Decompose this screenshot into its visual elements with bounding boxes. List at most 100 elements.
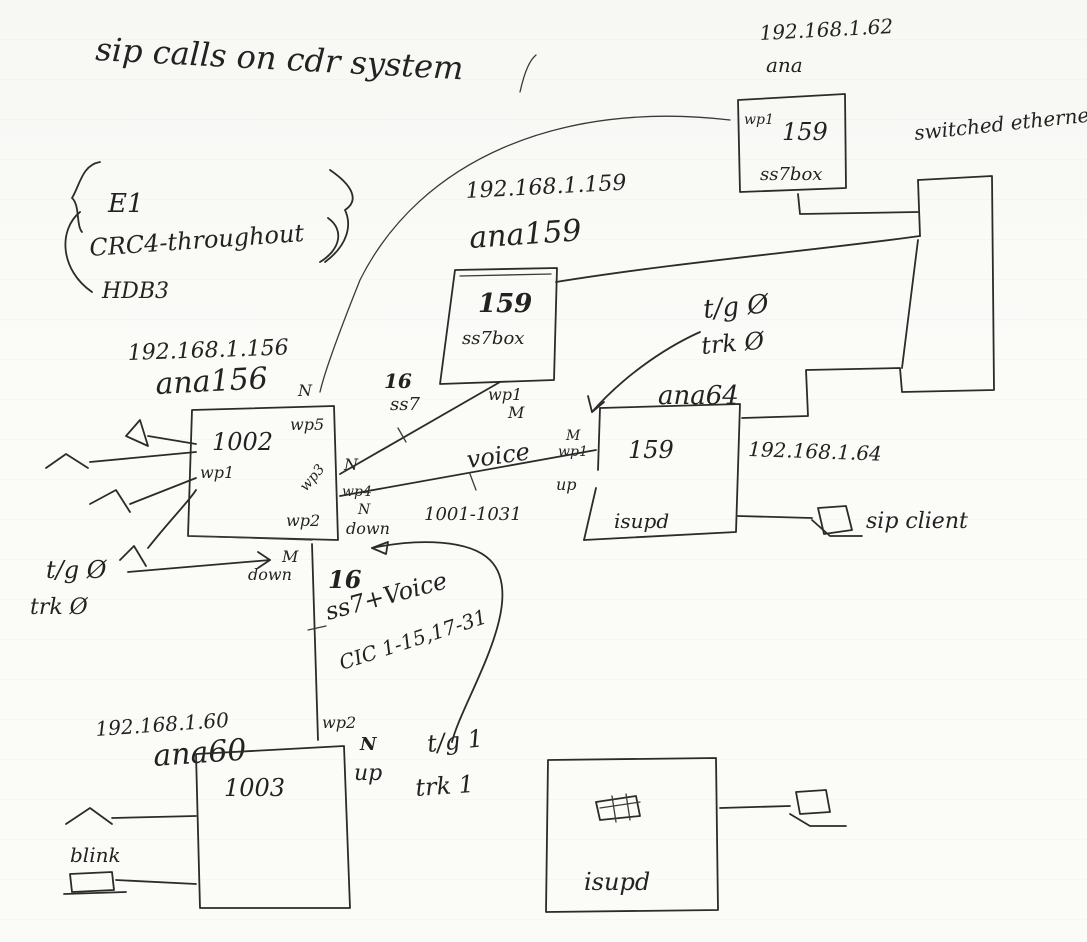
tg0-top-label: t/g Ø [702, 289, 770, 325]
link-ana60-phone [111, 815, 197, 819]
trunk-group-0-left: t/g Ø trk Ø [30, 551, 271, 620]
ana60-n: N [359, 734, 378, 755]
ana156-box-bottom [187, 535, 313, 541]
ana159-name: ana159 [468, 213, 583, 256]
ss7-line [339, 381, 501, 475]
ana159-wp1: wp1 [488, 385, 522, 404]
right-paren [319, 217, 340, 263]
voice-range: 1001-1031 [424, 504, 522, 525]
node-isupd-bottom: isupd [545, 757, 847, 913]
ana156-ip: 192.168.1.156 [127, 335, 289, 366]
ana62-box-wp: wp1 [744, 112, 774, 128]
title-descender [519, 54, 537, 93]
ana62-box-label: ss7box [760, 164, 822, 185]
tg0-left-arrow [127, 559, 271, 573]
ana62-box [737, 93, 847, 193]
ana64-box-left-lower [583, 487, 597, 541]
isupd-laptop-icon [795, 789, 831, 815]
ana159-m: M [507, 403, 525, 422]
link-ss7-voice: 16 ss7+Voice CIC 1-15,17-31 [307, 543, 490, 741]
trk0-top-label: trk Ø [700, 326, 766, 359]
sip-client-label: sip client [866, 509, 968, 534]
switch-left-side [901, 239, 919, 369]
ss7-tick [397, 427, 407, 443]
ana156-wp3: wp3 [297, 461, 329, 494]
node-ana64: ana64 159 isupd M wp1 up 192.168.1.64 [556, 381, 882, 541]
link-phone-1 [89, 451, 197, 463]
phone-4-icon [119, 545, 147, 567]
cic-16: 16 [328, 565, 362, 594]
ana156-wp1: wp1 [200, 463, 234, 482]
tg1-arrowhead [371, 541, 389, 555]
ana64-ip: 192.168.1.64 [748, 437, 882, 466]
ana62-ip: 192.168.1.62 [759, 14, 894, 45]
voice-label: voice [465, 437, 532, 474]
sip-client-laptop-base [811, 519, 863, 537]
blink-laptop-base [63, 891, 127, 895]
ana156-box [187, 405, 339, 541]
node-ana159: 192.168.1.159 ana159 159 ss7box wp1 M [439, 171, 627, 422]
link-ana159-switch [555, 235, 921, 283]
ana64-up: up [556, 475, 577, 494]
link-phone-2 [147, 435, 197, 445]
link-ana62-ana156 [319, 115, 731, 393]
link-ss7: 16 ss7 [339, 369, 501, 475]
tg1-label: t/g 1 [426, 724, 485, 758]
ss7-label: ss7 [390, 394, 420, 415]
tg0-left-label: t/g Ø [46, 556, 108, 584]
ana159-box-inner [459, 273, 552, 277]
crc4-label: CRC4-throughout [88, 219, 305, 262]
trunk-group-1: t/g 1 trk 1 [371, 541, 504, 802]
left-brace [71, 161, 101, 233]
ana156-down-wp2: down [248, 565, 292, 584]
link-phone-3 [129, 477, 197, 505]
ana64-box-num: 159 [628, 436, 674, 464]
ana159-box-label: ss7box [462, 328, 524, 349]
diagram-title: sip calls on cdr system [95, 30, 465, 87]
ana156-n-top: N [297, 381, 313, 400]
ana159-box-num: 159 [478, 289, 532, 319]
isupd-laptop-base [789, 813, 847, 827]
link-isupd-laptop [719, 805, 791, 809]
ana156-wp4: wp4 [342, 484, 372, 500]
e1-label: E1 [107, 189, 144, 219]
ana156-name: ana156 [155, 361, 269, 402]
isupd-scribble-lines [599, 793, 641, 823]
phone-2-icon [125, 419, 149, 447]
trk1-label: trk 1 [414, 770, 474, 802]
ana159-ip: 192.168.1.159 [465, 171, 627, 204]
isupd-scribble-icon [595, 795, 641, 821]
sip-client-laptop-icon [817, 505, 853, 535]
blink-laptop-icon [69, 871, 115, 893]
ana156-n-wp4: N [357, 502, 371, 518]
switch-body [741, 175, 995, 419]
left-paren [64, 211, 93, 293]
trk0-left-label: trk Ø [30, 595, 89, 620]
sip-client: sip client [737, 505, 968, 537]
ana60-box [195, 745, 351, 909]
ana60-phone-icon [65, 807, 113, 825]
ss7voice-line [311, 543, 319, 741]
link-ana60-blink [115, 879, 197, 885]
blink-label: blink [70, 843, 121, 867]
ana64-box-left [597, 407, 601, 471]
link-ana62-switch [797, 193, 919, 215]
ana156-box-num: 1002 [212, 428, 273, 456]
tg1-curve [371, 541, 504, 743]
node-ana62: 192.168.1.62 ana wp1 159 ss7box [737, 14, 894, 193]
node-ana60: 192.168.1.60 ana60 1003 wp2 N up blink [63, 708, 382, 909]
link-phone-4 [147, 489, 197, 549]
node-ana156: 192.168.1.156 ana156 1002 wp1 N wp5 wp3 … [127, 335, 390, 584]
voice-line [339, 449, 597, 497]
switch-left-top [917, 179, 921, 237]
ana60-box-num: 1003 [224, 774, 285, 802]
ana156-wp5: wp5 [290, 415, 324, 434]
phone-1-icon [45, 453, 89, 469]
phone-3-icon [89, 489, 131, 513]
isupd-bottom-box [545, 757, 719, 913]
ana64-m: M [565, 428, 581, 444]
tg0-top-arrow [591, 331, 701, 413]
tg0-top-arrowhead [587, 395, 605, 413]
ana60-wp2: wp2 [322, 713, 356, 732]
